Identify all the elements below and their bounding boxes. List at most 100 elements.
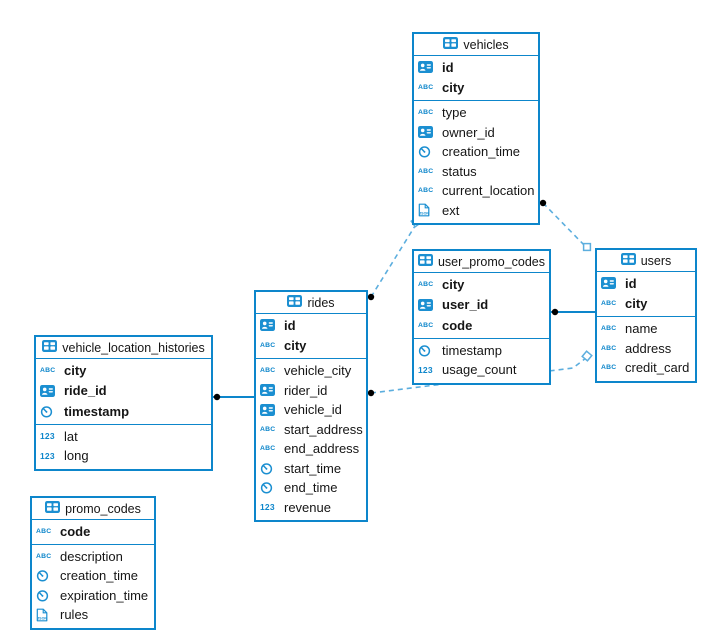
id-badge-icon bbox=[418, 298, 437, 311]
table-icon bbox=[45, 501, 61, 516]
column-row[interactable]: ride_id bbox=[36, 381, 211, 402]
column-name: end_address bbox=[284, 441, 360, 457]
column-name: current_location bbox=[442, 183, 535, 199]
relation-endpoint-dot bbox=[539, 199, 547, 207]
column-row[interactable]: vehicle_id bbox=[256, 400, 366, 420]
text-type-icon: ABC bbox=[418, 167, 434, 175]
column-name: timestamp bbox=[64, 403, 130, 419]
column-row[interactable]: id bbox=[256, 315, 366, 336]
table-header[interactable]: vehicle_location_histories bbox=[36, 337, 211, 359]
table-name: vehicles bbox=[463, 37, 509, 52]
column-name: rider_id bbox=[284, 382, 328, 398]
column-row[interactable]: rider_id bbox=[256, 381, 366, 401]
column-row[interactable]: ABC end_address bbox=[256, 439, 366, 459]
column-name: creation_time bbox=[442, 144, 521, 160]
relation-endpoint-dot bbox=[213, 393, 221, 401]
column-name: revenue bbox=[284, 499, 331, 515]
column-row[interactable]: start_time bbox=[256, 459, 366, 479]
time-type-icon bbox=[260, 462, 279, 475]
column-row[interactable]: timestamp bbox=[36, 401, 211, 422]
column-name: city bbox=[284, 338, 307, 354]
table-icon bbox=[443, 37, 459, 52]
relation-endpoint-dot bbox=[551, 308, 559, 316]
column-row[interactable]: end_time bbox=[256, 478, 366, 498]
column-row[interactable]: ABC city bbox=[414, 274, 549, 295]
table-header[interactable]: user_promo_codes bbox=[414, 251, 549, 273]
time-type-icon bbox=[418, 344, 437, 357]
column-name: vehicle_id bbox=[284, 402, 342, 418]
column-row[interactable]: ABC status bbox=[414, 162, 538, 182]
column-name: status bbox=[442, 163, 477, 179]
column-row[interactable]: ABC city bbox=[597, 294, 695, 315]
column-name: city bbox=[442, 276, 465, 292]
table-header[interactable]: rides bbox=[256, 292, 366, 314]
column-row[interactable]: expiration_time bbox=[32, 586, 154, 606]
column-row[interactable]: ABC current_location bbox=[414, 181, 538, 201]
column-row[interactable]: id bbox=[597, 273, 695, 294]
text-type-icon: ABC bbox=[418, 187, 434, 195]
relation-endpoint-dot bbox=[367, 293, 375, 301]
column-name: id bbox=[625, 275, 637, 291]
text-type-icon: ABC bbox=[36, 552, 52, 560]
table-icon bbox=[42, 340, 58, 355]
column-name: long bbox=[64, 448, 89, 464]
column-row[interactable]: id bbox=[414, 57, 538, 78]
column-row[interactable]: owner_id bbox=[414, 123, 538, 143]
number-type-icon: 123 bbox=[40, 450, 55, 461]
time-type-icon bbox=[260, 481, 279, 494]
svg-text:JSON: JSON bbox=[37, 616, 47, 620]
column-row[interactable]: creation_time bbox=[32, 566, 154, 586]
column-row[interactable]: 123 long bbox=[36, 446, 211, 466]
column-name: name bbox=[625, 321, 658, 337]
json-type-icon: JSON bbox=[418, 203, 437, 217]
svg-text:JSON: JSON bbox=[419, 212, 429, 216]
column-name: city bbox=[625, 296, 648, 312]
time-type-icon bbox=[36, 589, 55, 602]
column-row[interactable]: creation_time bbox=[414, 142, 538, 162]
time-type-icon bbox=[40, 405, 59, 418]
text-type-icon: ABC bbox=[418, 280, 434, 288]
column-name: start_time bbox=[284, 460, 342, 476]
table-header[interactable]: users bbox=[597, 250, 695, 272]
text-type-icon: ABC bbox=[260, 445, 276, 453]
column-row[interactable]: user_id bbox=[414, 295, 549, 316]
text-type-icon: ABC bbox=[260, 425, 276, 433]
table-header[interactable]: vehicles bbox=[414, 34, 538, 56]
column-name: code bbox=[442, 317, 473, 333]
column-name: credit_card bbox=[625, 360, 690, 376]
text-type-icon: ABC bbox=[601, 300, 617, 308]
column-row[interactable]: timestamp bbox=[414, 341, 549, 361]
table-icon bbox=[620, 253, 636, 268]
table-header[interactable]: promo_codes bbox=[32, 498, 154, 520]
